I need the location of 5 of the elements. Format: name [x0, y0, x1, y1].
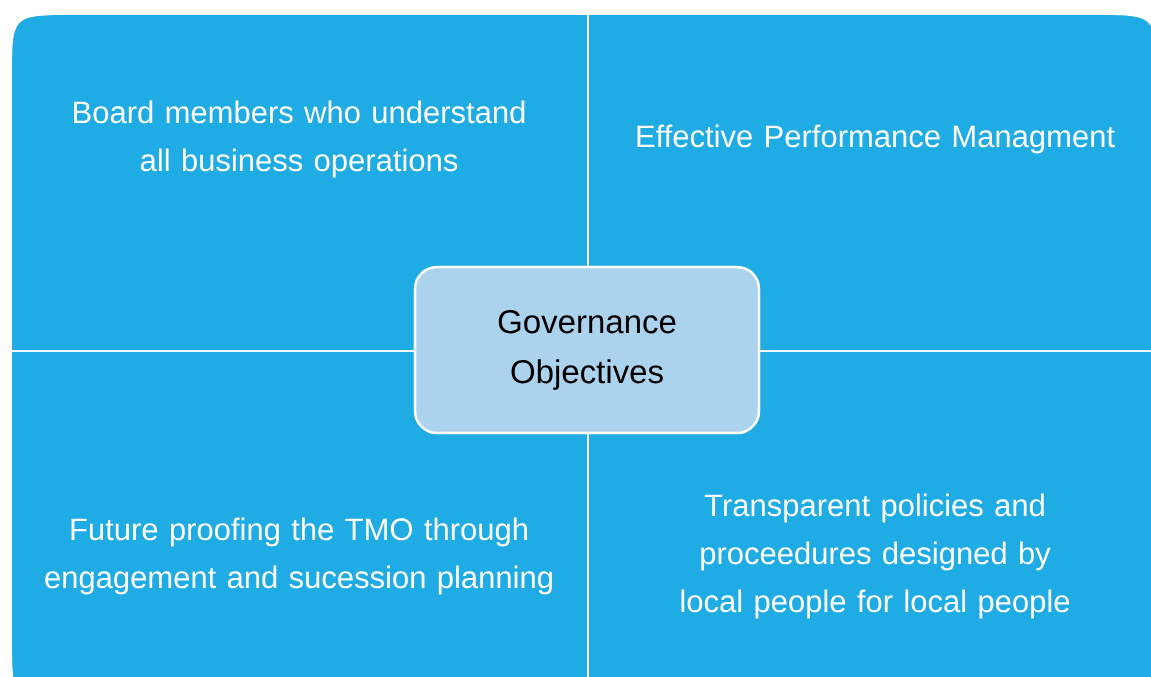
node-label: Transparent policies and proceedures designed by local people for local people [681, 493, 1070, 619]
center-box: Governance Objectives [413, 265, 761, 435]
node-label: Future proofing the TMO through engagement and sucession planning [45, 517, 552, 595]
node-label: Board members who understand all business operations [74, 100, 525, 178]
node-label: Effective Performance Managment [637, 124, 1115, 154]
